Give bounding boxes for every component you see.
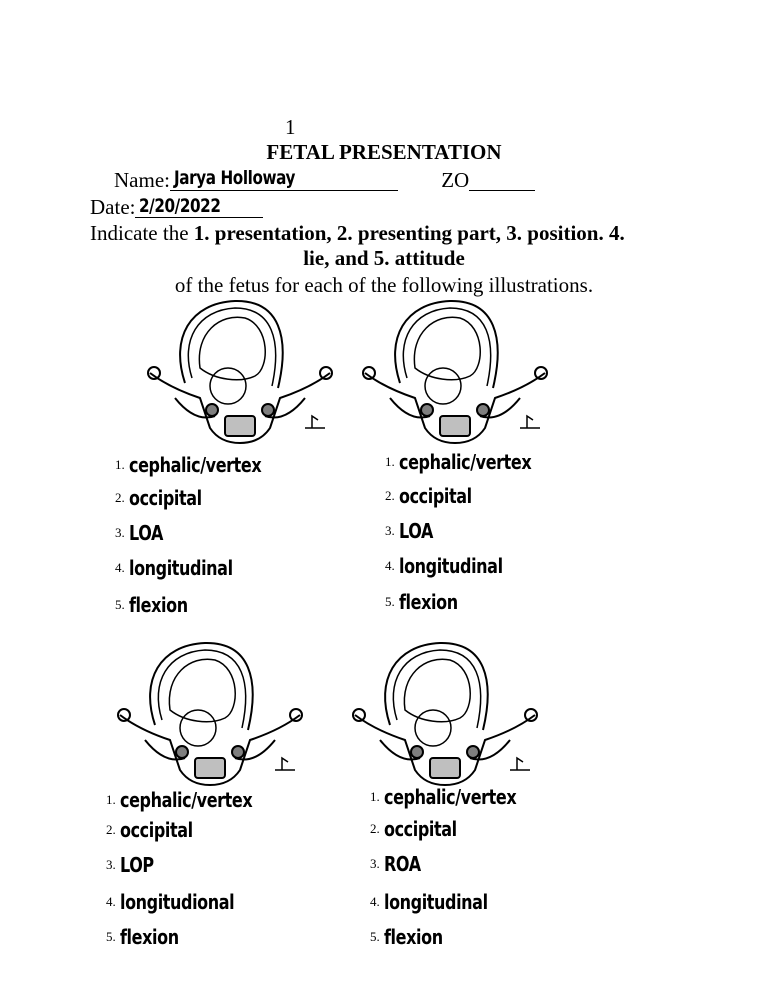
- date-value: 2/20/2022: [139, 195, 222, 217]
- answer-text[interactable]: occipital: [119, 818, 193, 842]
- answer-number: 3.: [106, 857, 116, 872]
- answer-row: 1.cephalic/vertex: [115, 453, 294, 477]
- answer-text[interactable]: cephalic/vertex: [398, 450, 532, 474]
- instruction-line-1: Indicate the 1. presentation, 2. present…: [90, 223, 625, 244]
- answer-number: 5.: [115, 597, 125, 612]
- pelvis: [354, 714, 536, 787]
- answer-row: 5.flexion: [106, 925, 193, 949]
- pelvis: [149, 372, 331, 445]
- answer-row: 4.longitudinal: [370, 890, 513, 914]
- answer-row: 3.LOP: [106, 853, 162, 877]
- answer-row: 1.cephalic/vertex: [385, 450, 564, 474]
- uterus-outline: [149, 641, 254, 731]
- answer-row: 5.flexion: [385, 590, 472, 614]
- answer-number: 2.: [106, 822, 116, 837]
- zo-label: ZO: [441, 168, 470, 192]
- instruction-bold-2: lie, and 5. attitude: [303, 246, 465, 270]
- answer-text[interactable]: flexion: [383, 925, 443, 949]
- pelvis: [364, 372, 546, 445]
- answer-text[interactable]: flexion: [128, 593, 188, 617]
- answer-text[interactable]: occipital: [383, 817, 457, 841]
- answer-row: 4.longitudinal: [385, 554, 528, 578]
- instruction-bold-1: 1. presentation, 2. presenting part, 3. …: [193, 221, 625, 245]
- fetus-body: [198, 316, 266, 381]
- answer-row: 3.LOA: [115, 521, 171, 545]
- answer-text[interactable]: longitudinal: [383, 890, 488, 914]
- answer-text[interactable]: longitudional: [119, 890, 235, 914]
- instruction-prefix: Indicate the: [90, 221, 194, 245]
- fetus-body: [168, 658, 236, 723]
- fetal-head: [179, 709, 217, 747]
- fetal-head: [414, 709, 452, 747]
- answer-text[interactable]: ROA: [383, 852, 421, 876]
- answer-text[interactable]: cephalic/vertex: [383, 785, 517, 809]
- zo-field[interactable]: [469, 172, 536, 191]
- fetal-head: [209, 367, 247, 405]
- page-number: 1: [285, 115, 296, 139]
- date-label: Date:: [90, 195, 136, 219]
- name-label: Name:: [114, 168, 170, 192]
- answer-number: 4.: [370, 894, 380, 909]
- answer-row: 1.cephalic/vertex: [106, 788, 285, 812]
- answer-number: 2.: [385, 488, 395, 503]
- answer-row: 2.occipital: [106, 818, 211, 842]
- date-field[interactable]: 2/20/2022: [135, 195, 264, 218]
- answer-number: 4.: [385, 558, 395, 573]
- answer-number: 2.: [370, 821, 380, 836]
- instruction-suffix: of the fetus for each of the following i…: [174, 273, 594, 297]
- name-value: Jarya Holloway: [173, 167, 296, 189]
- pelvis: [119, 714, 301, 787]
- answer-number: 3.: [385, 523, 395, 538]
- answer-text[interactable]: longitudinal: [398, 554, 503, 578]
- fetal-head: [424, 367, 462, 405]
- uterus-outline: [179, 299, 284, 389]
- answer-number: 3.: [115, 525, 125, 540]
- answer-text[interactable]: cephalic/vertex: [119, 788, 253, 812]
- answer-row: 4.longitudional: [106, 890, 263, 914]
- answer-number: 1.: [370, 789, 380, 804]
- answer-text[interactable]: flexion: [398, 590, 458, 614]
- answer-text[interactable]: occipital: [128, 486, 202, 510]
- name-row: Name:Jarya Holloway ZO: [114, 167, 536, 192]
- answer-number: 2.: [115, 490, 125, 505]
- uterus-outline: [394, 299, 499, 389]
- answer-text[interactable]: LOA: [128, 521, 163, 545]
- answer-text[interactable]: LOA: [398, 519, 433, 543]
- answer-row: 1.cephalic/vertex: [370, 785, 549, 809]
- answer-number: 5.: [370, 929, 380, 944]
- answer-row: 5.flexion: [370, 925, 457, 949]
- answer-number: 5.: [106, 929, 116, 944]
- answer-row: 2.occipital: [385, 484, 490, 508]
- answer-text[interactable]: cephalic/vertex: [128, 453, 262, 477]
- answer-text[interactable]: occipital: [398, 484, 472, 508]
- fetal-position-illustration: [117, 641, 303, 787]
- uterus-outline: [384, 641, 489, 731]
- answer-row: 3.LOA: [385, 519, 441, 543]
- answer-row: 2.occipital: [370, 817, 475, 841]
- answer-row: 5.flexion: [115, 593, 202, 617]
- fetus-body: [403, 658, 471, 723]
- answer-number: 1.: [115, 457, 125, 472]
- page-title: FETAL PRESENTATION: [266, 140, 502, 164]
- name-field[interactable]: Jarya Holloway: [169, 167, 398, 191]
- answer-text[interactable]: flexion: [119, 925, 179, 949]
- answer-text[interactable]: LOP: [119, 853, 154, 877]
- answer-number: 4.: [106, 894, 116, 909]
- fetus-body: [413, 316, 481, 381]
- answer-number: 1.: [385, 454, 395, 469]
- answer-number: 4.: [115, 560, 125, 575]
- answer-number: 1.: [106, 792, 116, 807]
- fetal-position-illustration: [362, 299, 548, 445]
- fetal-position-illustration: [352, 641, 538, 787]
- answer-text[interactable]: longitudinal: [128, 556, 233, 580]
- answer-row: 3.ROA: [370, 852, 430, 876]
- date-row: Date:2/20/2022: [90, 195, 264, 219]
- answer-row: 4.longitudinal: [115, 556, 258, 580]
- answer-number: 5.: [385, 594, 395, 609]
- answer-number: 3.: [370, 856, 380, 871]
- fetal-position-illustration: [147, 299, 333, 445]
- answer-row: 2.occipital: [115, 486, 220, 510]
